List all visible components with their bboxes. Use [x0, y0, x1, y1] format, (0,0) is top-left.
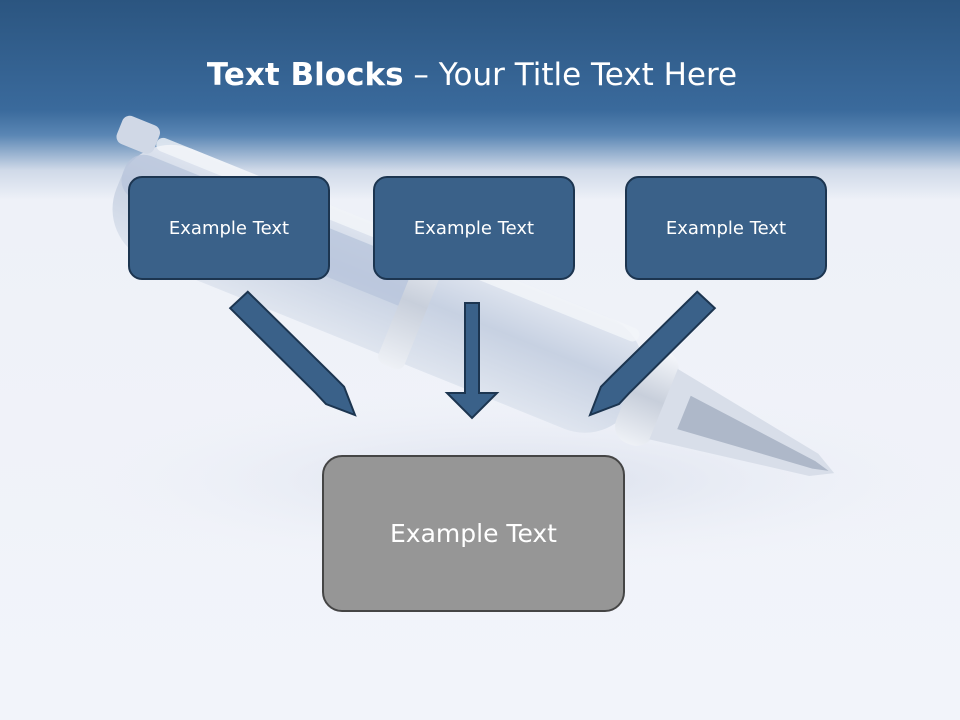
source-box-right: Example Text — [625, 176, 827, 280]
arrow-down-left-icon — [588, 290, 717, 417]
target-box: Example Text — [322, 455, 625, 612]
source-box-left-label: Example Text — [168, 217, 290, 239]
arrow-down-right-icon — [228, 290, 357, 417]
target-box-label: Example Text — [390, 519, 557, 548]
source-box-center: Example Text — [373, 176, 575, 280]
title-separator: – — [403, 57, 439, 93]
title-main-part: Your Title Text Here — [438, 57, 738, 93]
source-box-center-label: Example Text — [413, 217, 535, 239]
source-box-left: Example Text — [128, 176, 330, 280]
title-bold-part: Text Blocks — [206, 57, 404, 93]
source-box-right-label: Example Text — [665, 217, 787, 239]
arrow-down-icon — [444, 302, 500, 420]
slide-title: Text Blocks – Your Title Text Here — [0, 52, 944, 98]
